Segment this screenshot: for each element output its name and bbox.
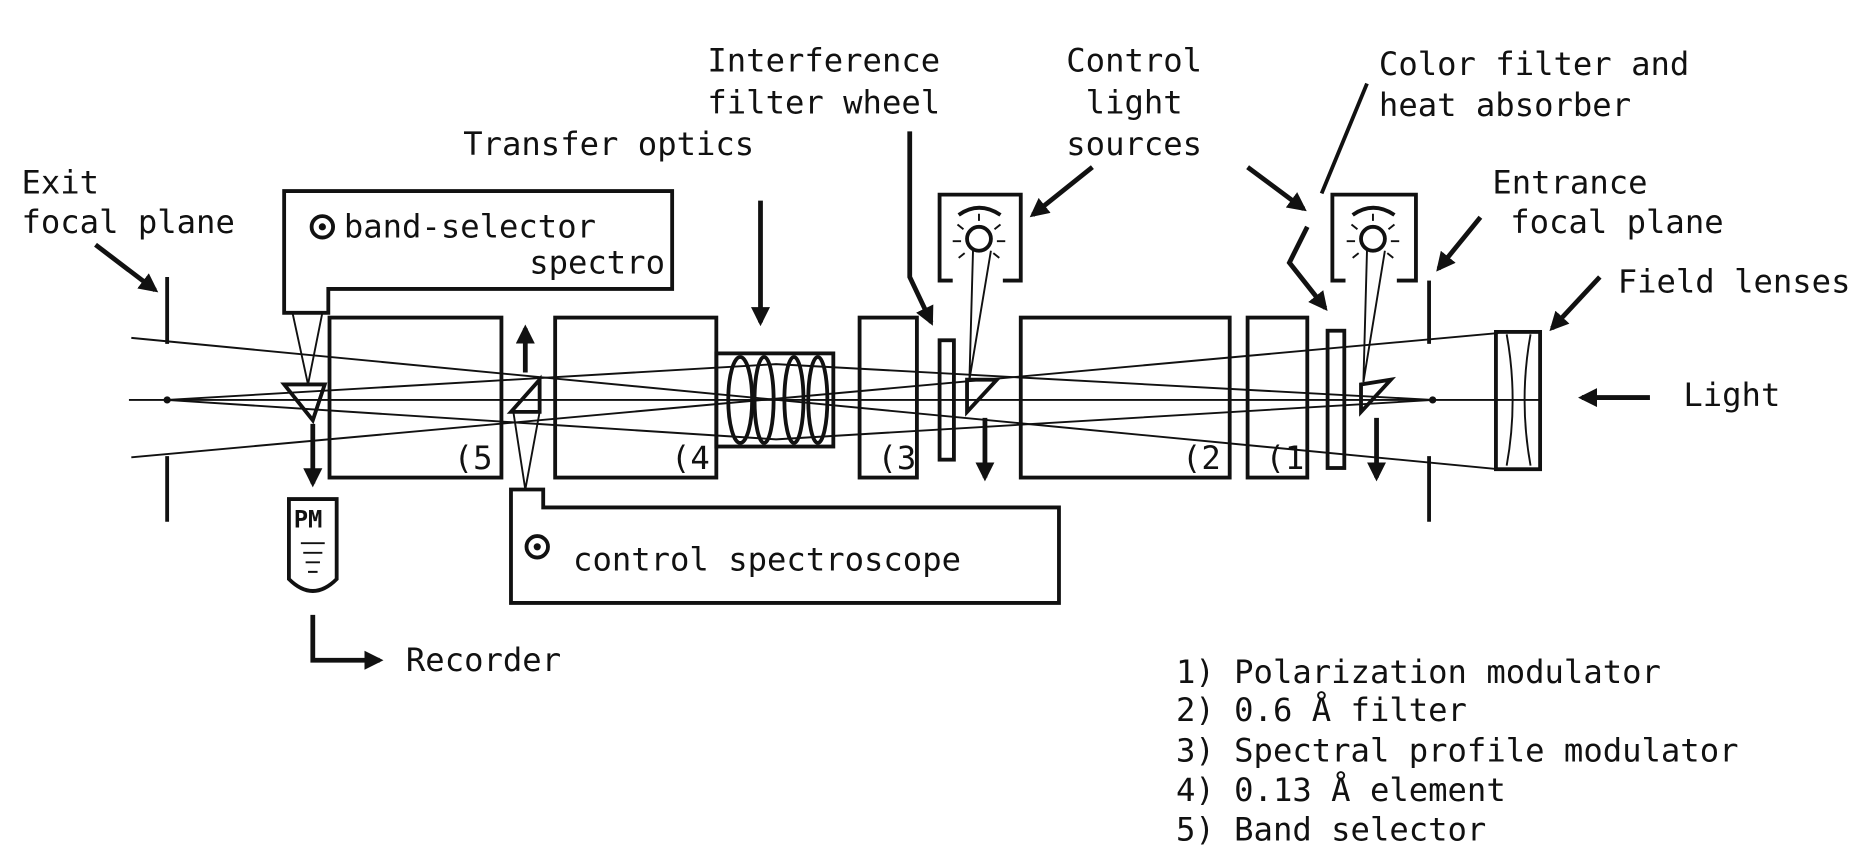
- element-number: (3: [878, 439, 917, 477]
- light-sources-label: sources: [1066, 125, 1202, 163]
- recorder-arrow: [310, 614, 384, 670]
- light-sources-label: Control: [1066, 42, 1202, 80]
- band-selector-spectro: band-selector spectro: [282, 189, 675, 385]
- color-filter-arrow: [1286, 225, 1328, 312]
- light-sources-label: light: [1086, 83, 1183, 121]
- prism-control: [506, 374, 542, 414]
- band-selector-element: [327, 315, 504, 480]
- filter-wheel-label: Interference: [707, 42, 940, 80]
- exit-focal-point: [163, 396, 171, 404]
- svg-text:spectro: spectro: [529, 243, 665, 281]
- lamp-icon: [1359, 224, 1387, 253]
- entrance-label: Entrance: [1492, 163, 1647, 201]
- ray: [131, 332, 1499, 459]
- ray: [167, 363, 1433, 401]
- color-filter-label: heat absorber: [1379, 86, 1631, 124]
- legend-item: 5) Band selector: [1176, 811, 1486, 849]
- field-lenses-label: Field lenses: [1618, 263, 1851, 301]
- entrance-focal-point: [1429, 396, 1437, 404]
- exit-label: Exit: [21, 163, 99, 201]
- element-number: (5: [454, 439, 493, 477]
- svg-text:control spectroscope: control spectroscope: [573, 541, 961, 579]
- field-lenses: [1494, 329, 1543, 472]
- exit-plane-arrow: [94, 242, 159, 293]
- polarization-modulator: [1245, 315, 1310, 480]
- light-rays: [128, 332, 1541, 471]
- control-spectroscope: control spectroscope: [509, 411, 1061, 605]
- filter-wheel-arrow: [907, 131, 934, 326]
- color-filter-leader: [1319, 82, 1369, 195]
- light-label: Light: [1683, 376, 1780, 414]
- legend-item: 4) 0.13 Å element: [1176, 771, 1506, 809]
- lamp-icon: [965, 224, 993, 253]
- mirror-light-source-2: [1359, 376, 1397, 417]
- exit-label: focal plane: [21, 203, 234, 241]
- element-number: (2: [1182, 439, 1221, 477]
- control-light-source-2: [1330, 192, 1418, 383]
- arrows: [94, 82, 1650, 670]
- entrance-label: focal plane: [1510, 203, 1723, 241]
- svg-text:band-selector: band-selector: [344, 208, 596, 246]
- mirror-light-source-1: [965, 377, 1002, 417]
- legend-item: 1) Polarization modulator: [1176, 653, 1661, 691]
- color-filter-label: Color filter and: [1379, 45, 1689, 83]
- element-number: (4: [671, 439, 710, 477]
- light-sources-arrow: [1246, 165, 1307, 212]
- transfer-optics-label: Transfer optics: [463, 125, 754, 163]
- filter-0-6-angstrom: [1018, 315, 1232, 480]
- control-light-source-1: [937, 192, 1023, 380]
- light-sources-arrow: [1029, 165, 1094, 218]
- legend-item: 2) 0.6 Å filter: [1176, 691, 1467, 729]
- filter-wheel-label: filter wheel: [707, 83, 940, 121]
- field-lenses-arrow: [1549, 275, 1602, 332]
- ray: [131, 336, 1499, 471]
- legend-item: 3) Spectral profile modulator: [1176, 732, 1739, 770]
- prism-pm: [280, 382, 328, 425]
- svg-text:PM: PM: [294, 506, 323, 534]
- legend: 1) Polarization modulator 2) 0.6 Å filte…: [1176, 653, 1739, 849]
- color-filter-heat-absorber: [1325, 328, 1347, 470]
- interference-filter-wheel: [714, 351, 836, 449]
- entrance-plane-arrow: [1436, 215, 1483, 272]
- photomultiplier: PM: [287, 497, 339, 593]
- spectral-profile-modulator: [857, 315, 919, 480]
- recorder-label: Recorder: [406, 641, 561, 679]
- element-number: (1: [1266, 439, 1305, 477]
- ray: [167, 399, 1433, 441]
- filter-plate: [937, 338, 956, 462]
